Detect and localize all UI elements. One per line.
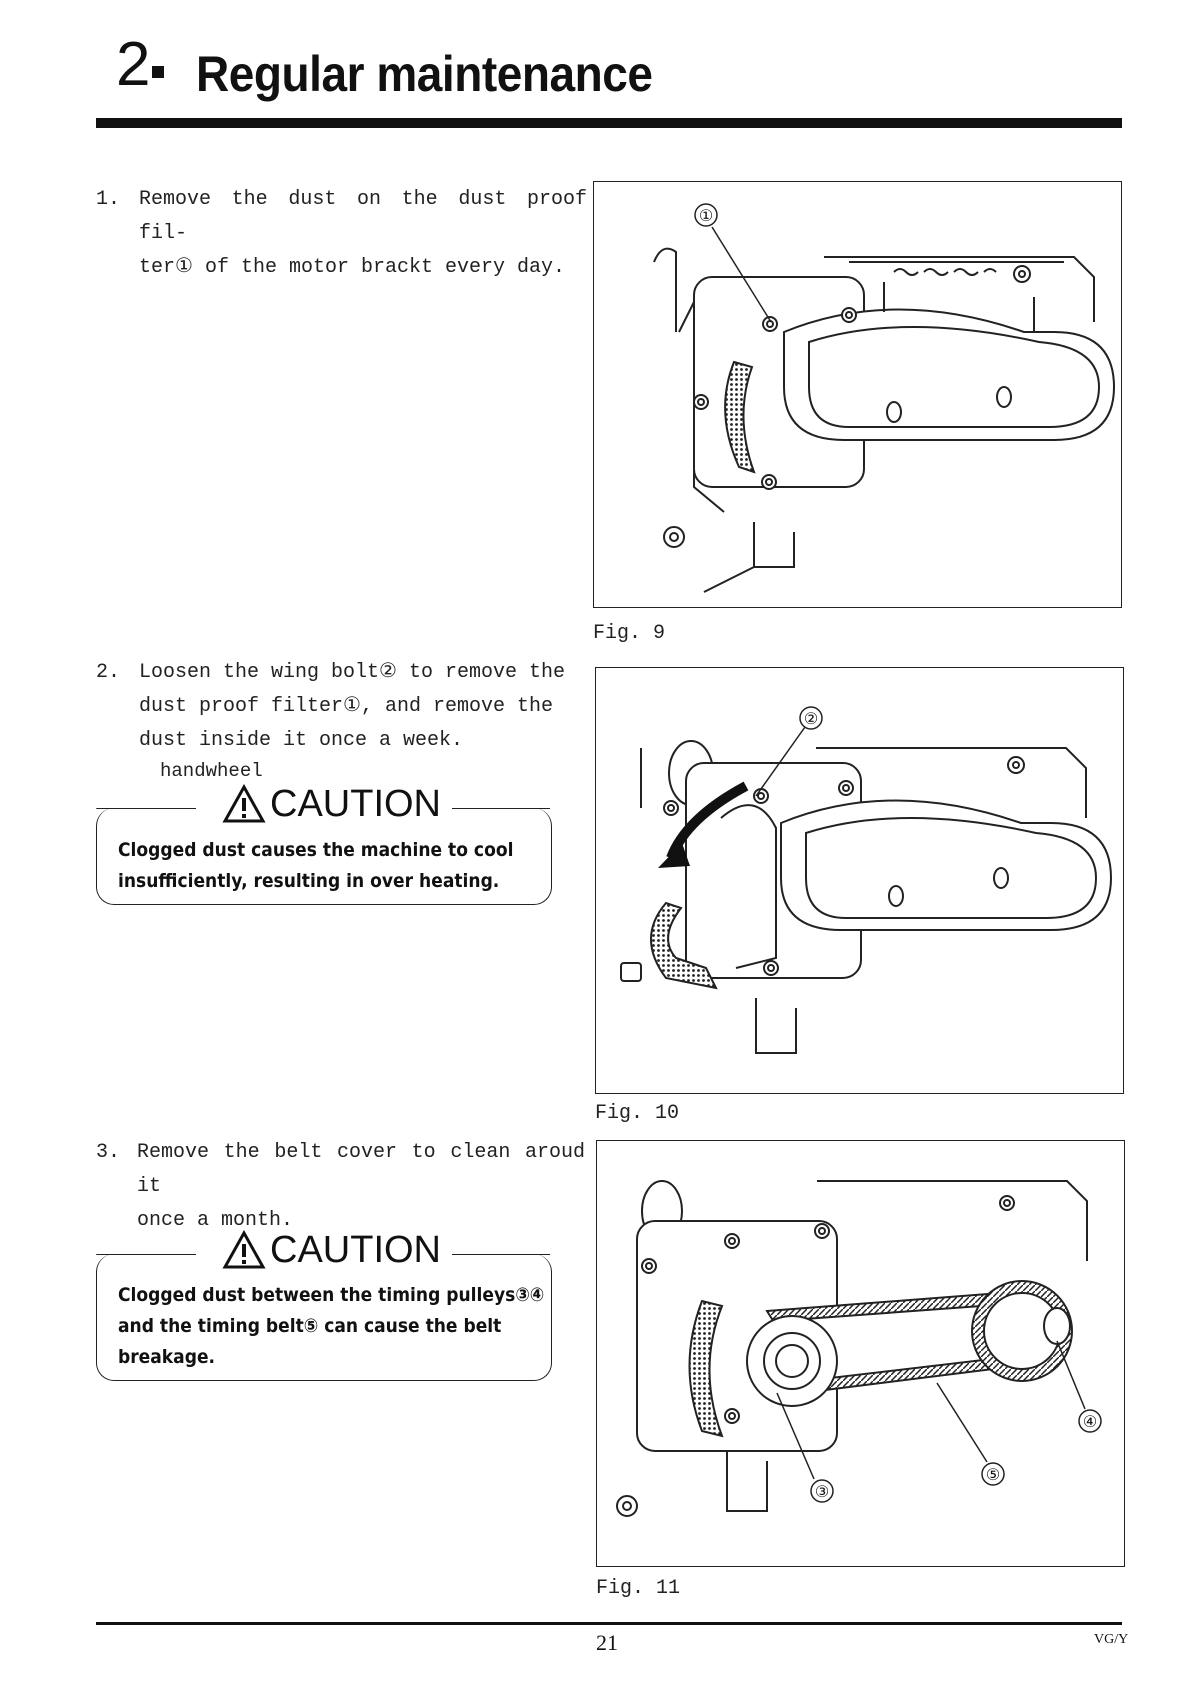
page-number: 21 bbox=[596, 1630, 618, 1655]
caution-1-title: CAUTION bbox=[270, 783, 441, 825]
caution-1-text: Clogged dust causes the machine to cool … bbox=[118, 839, 514, 892]
caution-box-2-top-right-line bbox=[452, 1254, 550, 1255]
figure-11-caption: Fig. 11 bbox=[596, 1577, 681, 1600]
section-title: Regular maintenance bbox=[196, 46, 653, 102]
header-rule bbox=[96, 118, 1122, 128]
motor-bracket-filter-illustration: ① bbox=[653, 203, 1116, 593]
wing-bolt-filter-removal-illustration: ② bbox=[620, 706, 1113, 1054]
step-2-number: 2. bbox=[96, 661, 121, 684]
caution-2-text: Clogged dust between the timing pulleys③… bbox=[118, 1284, 545, 1368]
caution-box-2: Clogged dust between the timing pulleys③… bbox=[96, 1254, 554, 1384]
step-3-text: Remove the belt cover to clean aroud it … bbox=[137, 1141, 585, 1232]
section-number-dot bbox=[152, 66, 164, 78]
callout-3: ③ bbox=[815, 1484, 829, 1501]
figure-9-caption: Fig. 9 bbox=[593, 622, 666, 645]
footer-rule bbox=[96, 1622, 1122, 1625]
figure-9: ① bbox=[593, 181, 1122, 608]
caution-box-2-border bbox=[96, 1254, 552, 1381]
caution-box-1-border bbox=[96, 808, 552, 905]
caution-box-1: Clogged dust causes the machine to cool … bbox=[96, 808, 554, 908]
step-1-number: 1. bbox=[96, 188, 121, 211]
warning-triangle-icon bbox=[222, 784, 266, 823]
caution-box-1-top-left-line bbox=[96, 808, 196, 809]
figure-10: ② bbox=[595, 667, 1124, 1094]
caution-box-2-top-left-line bbox=[96, 1254, 196, 1255]
timing-belt-pulleys-illustration: ③ ④ ⑤ bbox=[616, 1180, 1102, 1517]
callout-1: ① bbox=[699, 208, 713, 225]
step-3-number: 3. bbox=[96, 1141, 121, 1164]
figure-11: ③ ④ ⑤ bbox=[596, 1140, 1125, 1567]
callout-5: ⑤ bbox=[986, 1467, 1000, 1484]
caution-2-title: CAUTION bbox=[270, 1229, 441, 1271]
section-number: 2 bbox=[116, 30, 151, 99]
model-code: VG/Y bbox=[1094, 1632, 1129, 1647]
warning-triangle-icon bbox=[222, 1230, 266, 1269]
callout-4: ④ bbox=[1083, 1414, 1097, 1431]
step-2-text: Loosen the wing bolt② to remove the dust… bbox=[139, 661, 565, 752]
callout-2: ② bbox=[804, 711, 818, 728]
caution-1-heading: CAUTION bbox=[222, 782, 441, 826]
caution-box-1-top-right-line bbox=[452, 808, 550, 809]
figure-10-caption: Fig. 10 bbox=[595, 1102, 680, 1125]
handwheel-label: handwheel bbox=[160, 760, 263, 782]
caution-2-heading: CAUTION bbox=[222, 1228, 441, 1272]
step-1-text: Remove the dust on the dust proof fil- t… bbox=[139, 188, 587, 279]
